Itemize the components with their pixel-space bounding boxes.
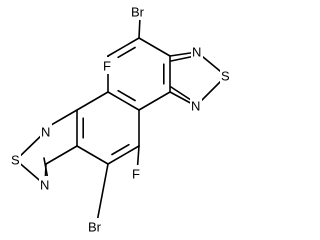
bond-c-br <box>96 163 109 223</box>
bond <box>107 145 140 165</box>
svg-text:F: F <box>132 167 140 182</box>
bond <box>45 145 78 165</box>
svg-text:N: N <box>40 178 49 193</box>
svg-text:N: N <box>191 99 200 114</box>
atom-labels: Br F N S N N S N <box>10 3 231 235</box>
atom-s-left: S <box>10 151 21 168</box>
bond <box>76 91 109 111</box>
atom-f-bottom: F <box>131 165 142 182</box>
svg-text:S: S <box>221 69 230 84</box>
svg-text:Br: Br <box>88 220 102 235</box>
atom-n-mid-right: N <box>190 97 202 114</box>
atom-br-bottom: Br <box>88 218 106 235</box>
bond <box>138 37 171 57</box>
atom-br-top: Br <box>131 3 149 20</box>
svg-text:Br: Br <box>131 5 145 20</box>
atom-n-bottom-left: N <box>39 176 51 193</box>
svg-text:N: N <box>41 125 50 140</box>
bond <box>107 91 140 111</box>
atom-f-top: F <box>102 57 113 74</box>
chemical-structure-diagram: Br F N S N N S N <box>10 3 231 235</box>
bond-c-br <box>138 16 141 39</box>
bond <box>107 37 140 57</box>
svg-text:N: N <box>192 45 201 60</box>
atom-s-right: S <box>220 67 231 84</box>
double-bond-inner <box>111 143 130 156</box>
svg-text:F: F <box>103 59 111 74</box>
atom-n-top-right: N <box>191 43 203 60</box>
bond <box>76 145 109 165</box>
double-bond-inner <box>117 46 136 59</box>
double-bond-inner <box>117 89 136 102</box>
svg-text:S: S <box>11 153 20 168</box>
atom-n-mid-left: N <box>40 123 52 140</box>
bond <box>138 91 171 111</box>
